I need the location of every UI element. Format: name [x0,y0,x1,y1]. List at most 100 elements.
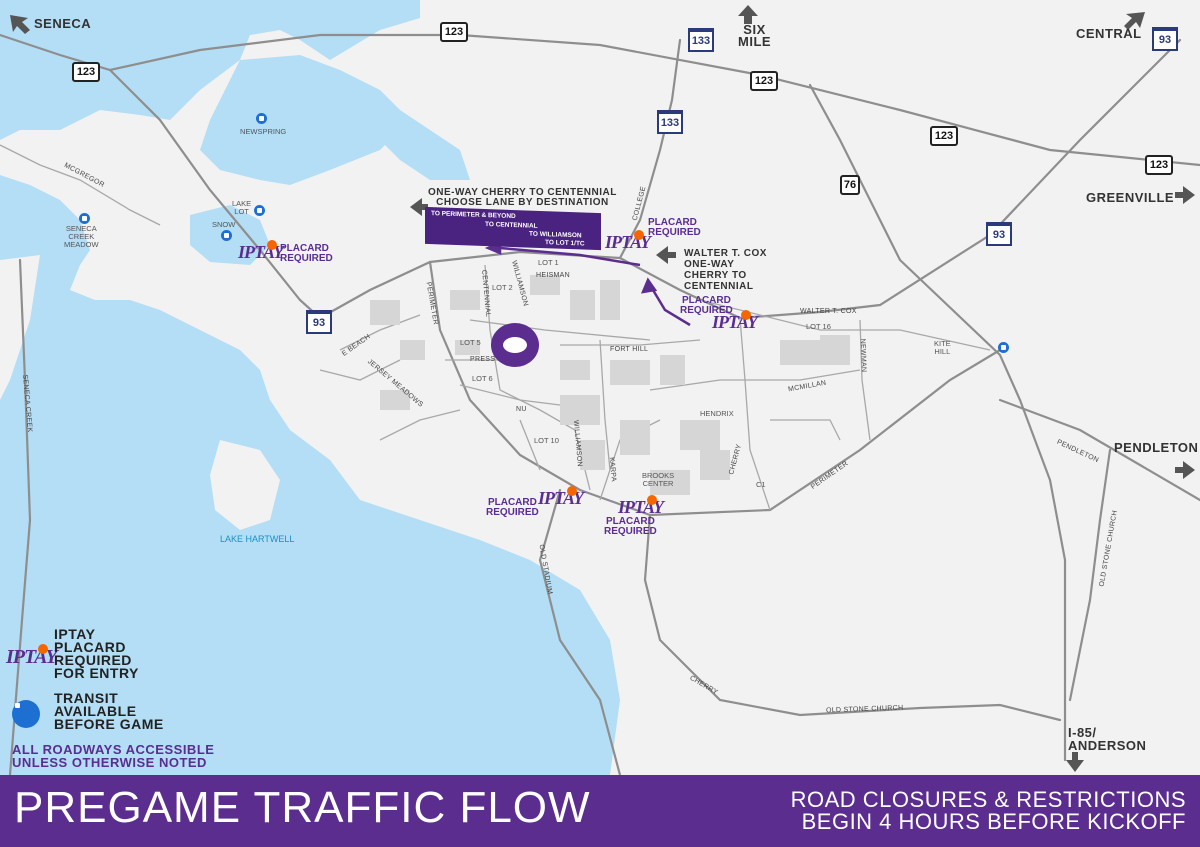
sc-133-shield: 133 [657,110,683,134]
placard-line1: PLACARD [605,516,655,527]
transit-bus-icon [254,205,265,216]
one-way-notice-line1: ONE-WAY CHERRY TO CENTENNIAL [428,187,617,198]
place-label-lot16: LOT 16 [806,322,831,331]
map-canvas [0,0,1200,775]
transit-bus-icon [79,213,90,224]
walter-cox-line1: WALTER T. COX [684,248,767,259]
placard-required-label: PLACARD REQUIRED [486,498,539,518]
campus-traffic-map: TO PERIMETER & BEYOND TO CENTENNIAL TO W… [0,0,1200,775]
placard-line2: REQUIRED [680,305,733,316]
tiger-paw-icon [267,240,277,250]
tiger-paw-icon [567,486,577,496]
legend-iptay-logo-icon: IPTAY [6,646,58,668]
legend-transit-line2: AVAILABLE [54,703,137,719]
sc-93-shield: 93 [306,310,332,334]
legend-note-line2: UNLESS OTHERWISE NOTED [12,755,207,770]
placard-line2: REQUIRED [486,507,539,518]
legend-iptay-line2: PLACARD [54,639,126,655]
lake-lot-line1: LAKE [232,199,252,208]
one-way-notice-line2: CHOOSE LANE BY DESTINATION [436,197,609,208]
kite-hill-line1: KITE [934,339,951,348]
tiger-paw-icon [741,310,751,320]
legend-roadways-note: ALL ROADWAYS ACCESSIBLE UNLESS OTHERWISE… [12,743,214,769]
one-way-cherry-notice: ONE-WAY CHERRY TO CENTENNIAL CHOOSE LANE… [428,188,617,208]
anderson-line1: I-85/ [1068,725,1097,740]
sc-133-shield: 133 [688,28,714,52]
road-label-newman: NEWMAN [858,338,867,373]
lane-williamson-label: TO WILLIAMSON [529,230,582,240]
tiger-paw-icon [647,495,657,505]
central-direction-label: CENTRAL [1076,26,1142,41]
campus-buildings [370,275,850,495]
sc-93-shield: 93 [986,222,1012,246]
page-title: PREGAME TRAFFIC FLOW [14,783,591,832]
road-label-nu: NU [516,406,527,413]
road-label-fort-hill: FORT HILL [610,346,649,353]
place-label-brooks-center: BROOKS CENTER [642,472,674,488]
legend-iptay-text: IPTAY PLACARD REQUIRED FOR ENTRY [54,627,139,681]
scm-line2: CREEK [68,232,95,241]
placard-line1: PLACARD [280,243,329,254]
placard-required-label: PLACARD REQUIRED [680,296,733,316]
legend-transit-line3: BEFORE GAME [54,716,164,732]
anderson-line2: ANDERSON [1068,738,1147,753]
walter-cox-line2: ONE-WAY [684,259,735,270]
greenville-direction-label: GREENVILLE [1086,190,1175,205]
lane-lot1-label: TO LOT 1/TC [545,239,585,248]
tiger-paw-icon [634,230,644,240]
place-label-lot2: LOT 2 [492,283,513,292]
placard-line2: REQUIRED [648,227,701,238]
pendleton-direction-label: PENDLETON [1114,440,1199,455]
legend-note-line1: ALL ROADWAYS ACCESSIBLE [12,742,215,757]
kite-hill-line2: HILL [934,347,951,356]
placard-required-label: PLACARD REQUIRED [648,218,701,238]
six-mile-direction-label: SIX MILE [738,22,772,49]
lake-lot-line2: LOT [234,207,249,216]
place-label-seneca-creek-meadow: SENECA CREEK MEADOW [64,225,99,249]
legend-tiger-paw-icon [38,644,48,654]
us-76-shield: 76 [840,175,860,195]
six-mile-line1: SIX [743,22,766,37]
place-label-kite-hill: KITE HILL [934,340,951,356]
lane-selection-box: TO PERIMETER & BEYOND TO CENTENNIAL TO W… [425,206,601,251]
place-label-lake-lot: LAKE LOT [232,200,251,216]
minor-roads [0,144,991,511]
placard-line1: PLACARD [648,217,697,228]
six-mile-line2: MILE [738,34,772,49]
place-label-lot10: LOT 10 [534,436,559,445]
walter-cox-line4: CENTENNIAL [684,281,754,292]
restrictions-notice: ROAD CLOSURES & RESTRICTIONS BEGIN 4 HOU… [791,789,1186,833]
restrictions-line1: ROAD CLOSURES & RESTRICTIONS [790,787,1186,812]
transit-bus-icon [221,230,232,241]
us-123-shield: 123 [930,126,958,146]
lane-perimeter-label: TO PERIMETER & BEYOND [431,210,516,221]
road-label-press: PRESS [470,356,496,363]
sc-93-shield: 93 [1152,27,1178,51]
road-label-heisman: HEISMAN [536,272,570,279]
us-123-shield: 123 [72,62,100,82]
legend-transit-bus-icon [12,700,40,728]
us-123-shield: 123 [750,71,778,91]
place-label-lake-hartwell: LAKE HARTWELL [220,534,295,544]
legend-iptay-line3: REQUIRED [54,652,132,668]
lake-hartwell-water [0,0,620,775]
placard-line2: REQUIRED [604,526,657,537]
scm-line3: MEADOW [64,240,99,249]
legend-transit-text: TRANSIT AVAILABLE BEFORE GAME [54,690,164,732]
placard-line1: PLACARD [487,497,537,508]
brooks-line2: CENTER [642,479,674,488]
placard-required-label: PLACARD REQUIRED [280,244,333,264]
place-label-lot1: LOT 1 [538,258,559,267]
us-123-shield: 123 [1145,155,1173,175]
place-label-c1: C1 [756,480,766,489]
placard-line2: REQUIRED [280,253,333,264]
restrictions-line2: BEGIN 4 HOURS BEFORE KICKOFF [801,809,1186,834]
transit-bus-icon [998,342,1009,353]
lane-centennial-label: TO CENTENNIAL [485,221,538,230]
direction-arrows [10,5,1195,772]
place-label-newspring: NEWSPRING [240,127,287,136]
legend-iptay-line4: FOR ENTRY [54,665,139,681]
legend-transit-line1: TRANSIT [54,690,119,706]
title-banner: PREGAME TRAFFIC FLOW ROAD CLOSURES & RES… [0,775,1200,847]
road-label-walter-t-cox: WALTER T. COX [800,308,857,315]
